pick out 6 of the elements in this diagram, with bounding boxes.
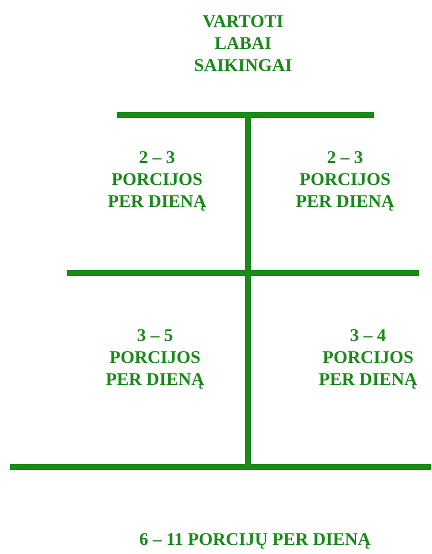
heading-text: VARTOTI LABAI SAIKINGAI <box>192 10 294 76</box>
serving-text: 2 – 3 PORCIJOS PER DIENĄ <box>294 146 396 212</box>
serving-text: 3 – 4 PORCIJOS PER DIENĄ <box>318 324 418 390</box>
serving-text: 6 – 11 PORCIJŲ PER DIENĄ <box>138 528 372 550</box>
serving-text: 3 – 5 PORCIJOS PER DIENĄ <box>104 324 206 390</box>
serving-text: 2 – 3 PORCIJOS PER DIENĄ <box>106 146 208 212</box>
